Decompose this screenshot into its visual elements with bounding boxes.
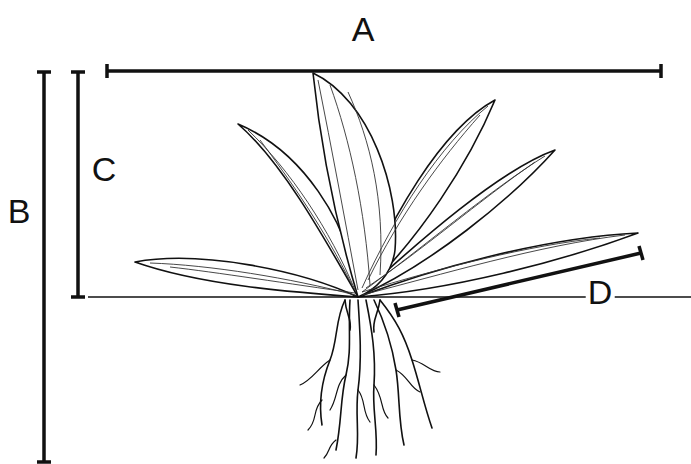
total-height-bar xyxy=(42,72,46,462)
rootlet xyxy=(396,370,420,392)
vein xyxy=(248,130,355,290)
rootlet xyxy=(412,360,440,372)
root xyxy=(336,300,350,450)
leaf xyxy=(313,73,396,297)
vein xyxy=(368,115,480,280)
vein xyxy=(318,80,358,290)
vein xyxy=(330,85,370,285)
width-bar xyxy=(107,69,661,73)
rootlet xyxy=(324,440,336,458)
leaf-veins xyxy=(150,80,625,295)
root-crown xyxy=(374,300,380,332)
roots xyxy=(300,300,440,458)
height-bar xyxy=(76,72,80,297)
bar-tick xyxy=(395,303,399,317)
rootlet xyxy=(330,375,346,410)
dimension-label: B xyxy=(6,194,33,228)
bar-tick xyxy=(71,70,85,74)
bar-tick xyxy=(71,295,85,299)
leaves xyxy=(135,73,638,297)
rootlet xyxy=(308,400,322,430)
leaf-length-bar xyxy=(397,253,641,310)
dimension-bars xyxy=(37,64,661,462)
vein xyxy=(170,267,355,293)
root-crown xyxy=(345,300,350,330)
bar-tick xyxy=(105,64,109,78)
dimension-label: A xyxy=(350,12,377,46)
vein xyxy=(362,156,545,292)
bar-tick xyxy=(37,460,51,464)
rootlet xyxy=(358,390,370,422)
bar-tick xyxy=(37,70,51,74)
root xyxy=(380,300,432,428)
vein xyxy=(348,92,381,275)
vein xyxy=(150,263,355,295)
leaf xyxy=(135,258,358,297)
bar-tick xyxy=(639,246,643,260)
root xyxy=(356,300,360,458)
rootlet xyxy=(374,385,388,418)
bar-tick xyxy=(659,64,663,78)
dimension-label: D xyxy=(586,275,615,309)
vein xyxy=(260,140,352,285)
vein xyxy=(366,162,535,288)
rootlet xyxy=(300,360,330,385)
dimension-label: C xyxy=(90,152,119,186)
